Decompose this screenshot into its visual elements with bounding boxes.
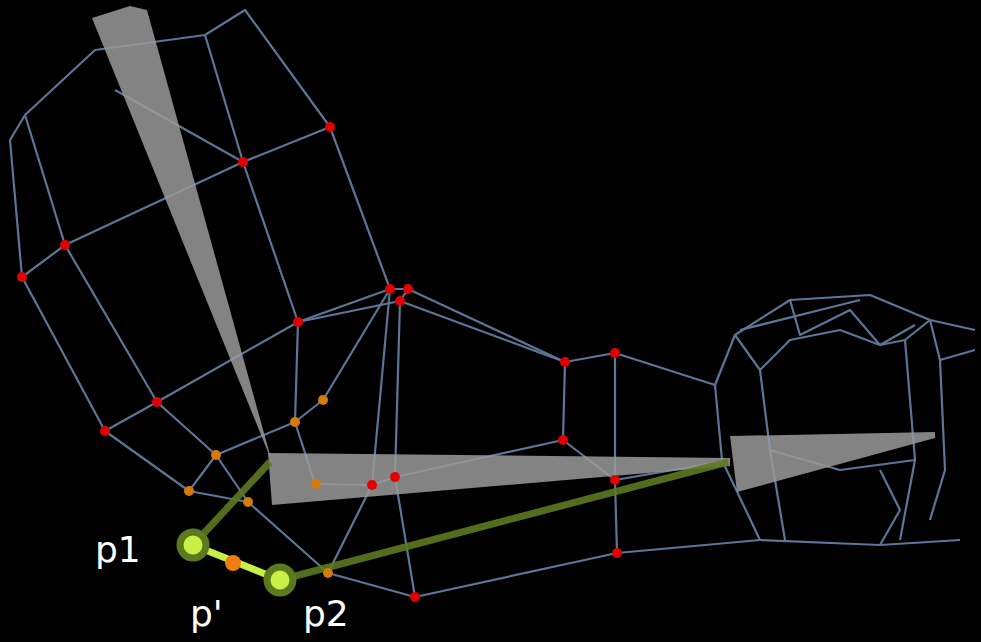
bones [92,6,935,505]
point-label: p' [190,596,223,632]
point-label: p1 [95,532,141,568]
point-label: p2 [303,596,349,632]
vertex-dots [17,122,622,602]
bone-links [193,462,728,580]
point-markers [180,532,293,593]
